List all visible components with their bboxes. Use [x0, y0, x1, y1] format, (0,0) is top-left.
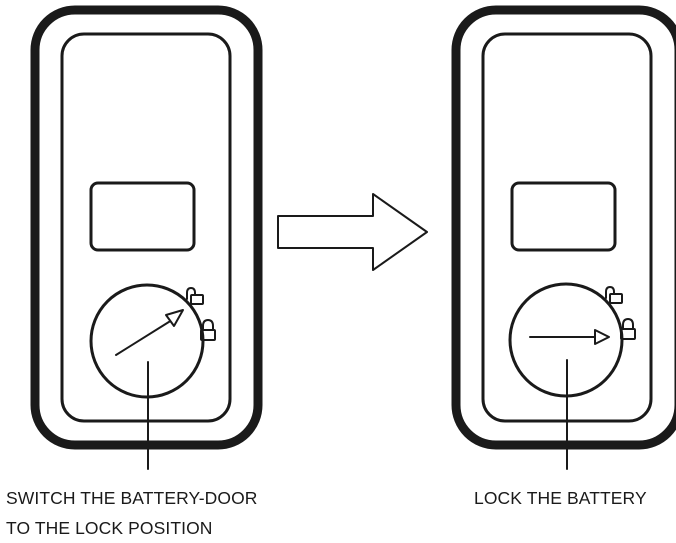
caption-left-line1: SWITCH THE BATTERY-DOOR — [6, 488, 258, 508]
device-left-inner-frame — [60, 32, 232, 423]
device-left-outer-frame — [30, 5, 263, 450]
right-arrow-icon — [277, 193, 428, 271]
unlocked-padlock-icon — [186, 287, 204, 305]
device-left-door-arrowhead — [165, 309, 184, 327]
caption-left: SWITCH THE BATTERY-DOOR TO THE LOCK POSI… — [6, 483, 258, 543]
device-right — [451, 5, 676, 470]
device-right-door-arrowhead — [594, 329, 610, 345]
locked-padlock-icon — [620, 318, 636, 340]
device-left — [30, 5, 263, 470]
caption-left-line2: TO THE LOCK POSITION — [6, 518, 213, 538]
caption-right-line1: LOCK THE BATTERY — [474, 488, 647, 508]
locked-padlock-icon — [200, 319, 216, 341]
device-left-display-window — [89, 181, 196, 252]
unlocked-padlock-icon — [605, 286, 623, 304]
device-right-display-window — [510, 181, 617, 252]
caption-right: LOCK THE BATTERY — [474, 483, 647, 513]
device-left-door-arrow-shaft — [115, 319, 173, 356]
